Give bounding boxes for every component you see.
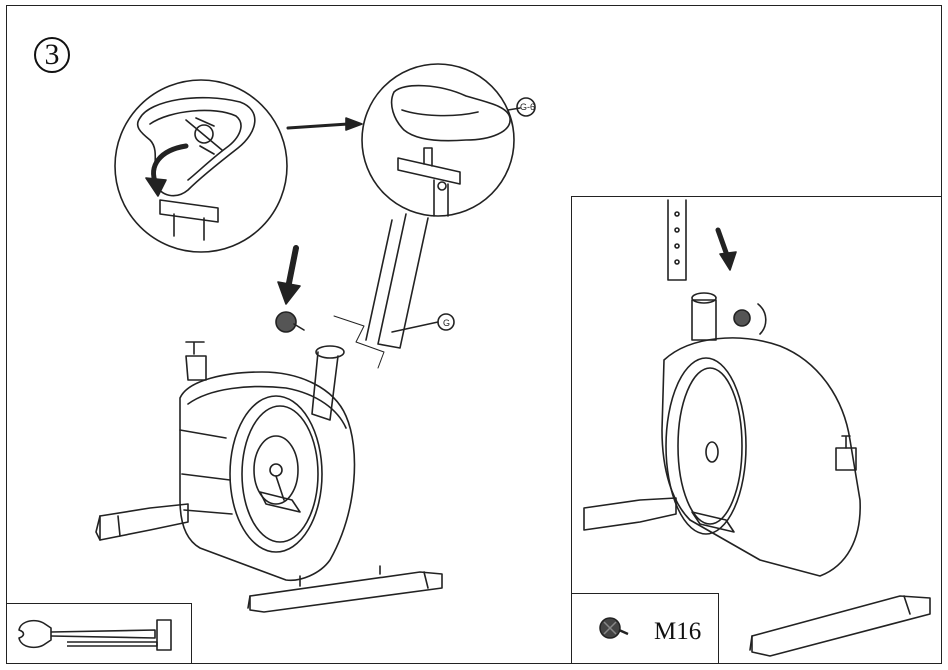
seat-underside-detail — [114, 79, 288, 253]
insert-arrow — [277, 245, 301, 305]
hardware-box — [571, 593, 719, 664]
step-number-text: 3 — [44, 38, 60, 71]
tool-box — [6, 603, 192, 664]
seat-post — [333, 213, 455, 369]
detail-panel — [571, 196, 942, 664]
knob-bolt-main — [275, 311, 305, 333]
label-seat: G-6 — [520, 102, 535, 112]
bike-detail-side-view — [583, 199, 931, 657]
allen-wrench-icon — [18, 619, 172, 651]
step-number: 3 — [34, 37, 70, 73]
exercise-bike-main — [95, 341, 443, 613]
knob-bolt-icon — [599, 617, 629, 639]
detail-connector-arrow — [286, 117, 363, 131]
label-seat-post: G — [443, 318, 450, 328]
seat-mounted-detail — [361, 63, 536, 217]
bolt-size-label: M16 — [654, 618, 702, 645]
